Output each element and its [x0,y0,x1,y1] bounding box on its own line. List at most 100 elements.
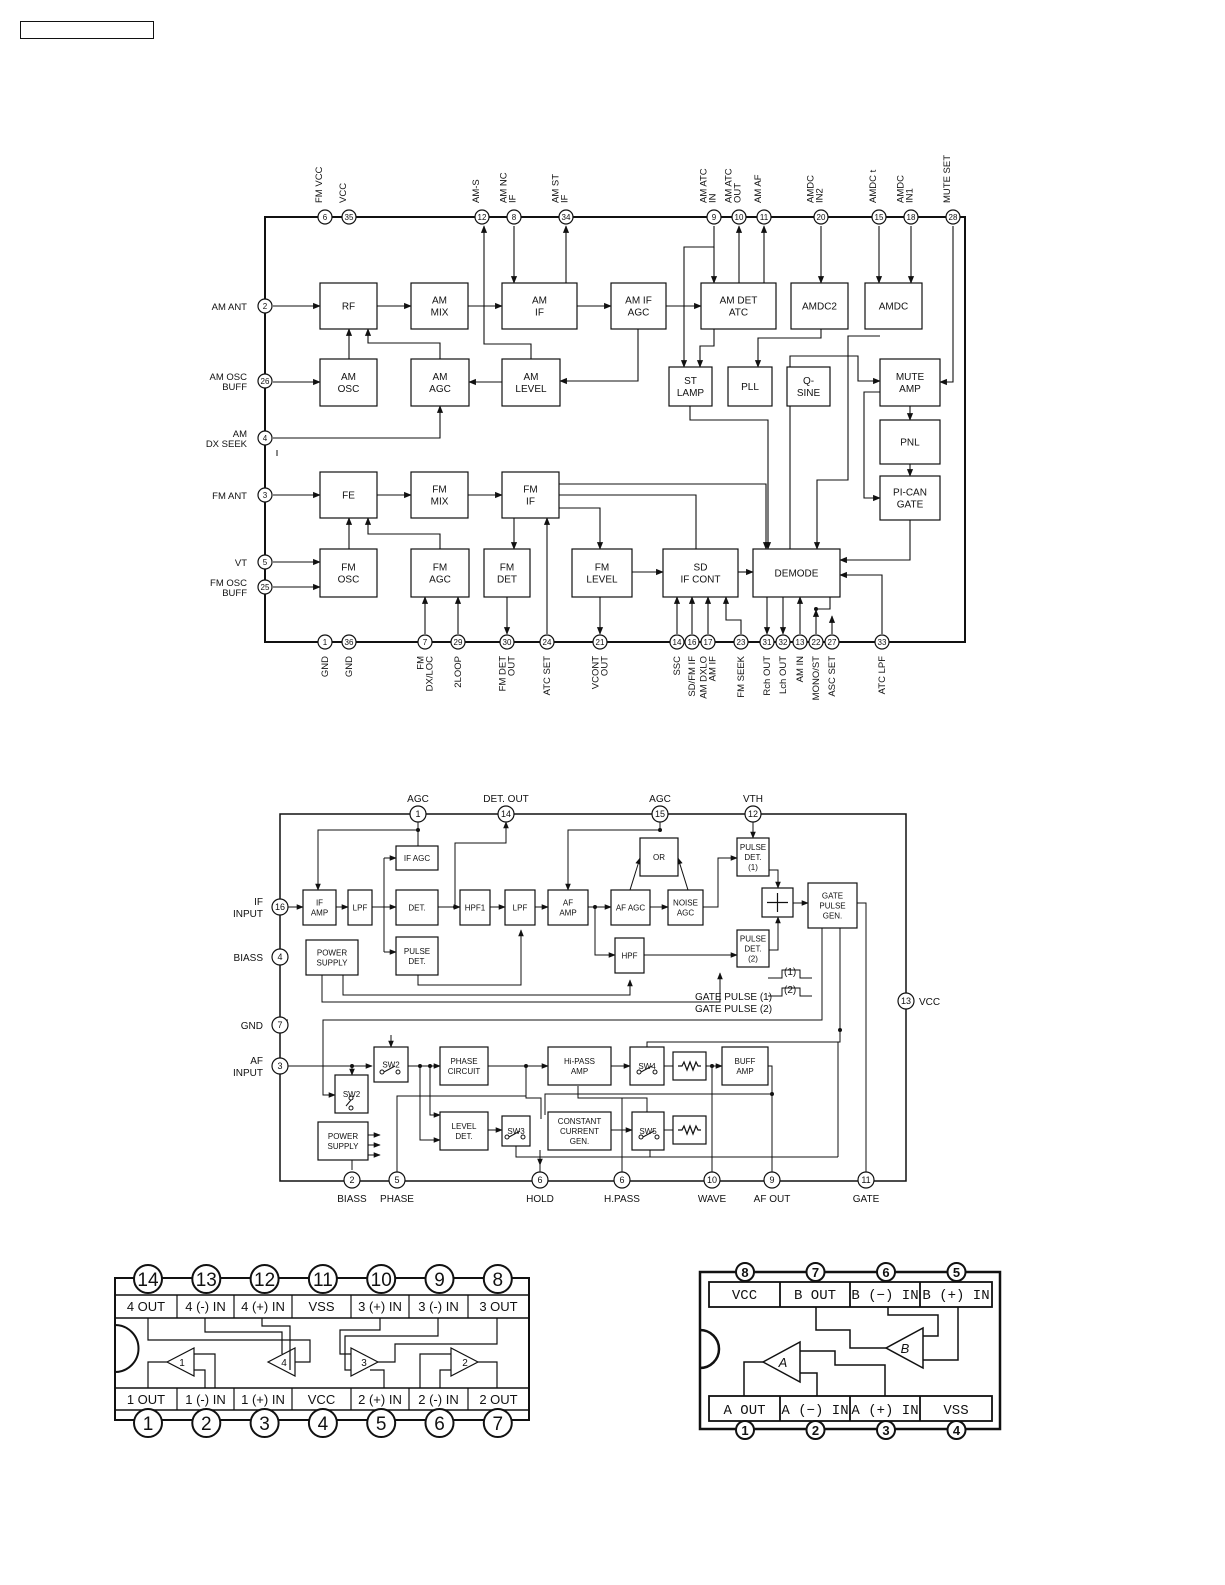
q-sine-label: SINE [797,388,821,399]
ic4-pin-4: 4 [946,1420,967,1440]
ic1-pin-34: 34 [558,209,574,225]
ic2-pin-13-number: 13 [901,996,911,1006]
ic1-pin-3: 3 [257,487,273,503]
ic1-pin-10-label: OUT [733,183,744,203]
fe-block: FE [319,471,378,519]
ic1-pin-13-label: AM IN [795,656,806,683]
ic1-pin-3-number: 3 [263,491,268,500]
resistor-icon [678,1124,701,1136]
amdc-label: AMDC [879,302,908,313]
ic2-pin-4: 4 [271,948,289,966]
ic2-pin-10: 10 [703,1171,721,1189]
ic1-pin-36-label: GND [344,656,355,677]
constant-current-label: CONSTANT [558,1117,602,1126]
ic1-pin-35-number: 35 [345,213,354,222]
sw2-left-block: SW2 [334,1074,369,1114]
ic1-pin-13-number: 13 [796,638,805,647]
ic3-bottom-cell-label: 2 OUT [479,1392,517,1407]
ic1-pin-18-label: IN1 [905,188,916,203]
ic3-pin-3: 3 [249,1408,280,1438]
ic1-pin-7-label: FM [416,656,427,670]
ic1-pin-4-label: DX SEEK [206,439,248,450]
ic2-pin-16: 16 [271,898,289,916]
pulse-det-label: PULSE [404,947,430,956]
if-amp-label: IF [316,899,323,908]
ic1-pin-3-label: FM ANT [212,491,247,502]
ic3-pin-9: 9 [424,1264,455,1294]
sd-if-cont-label: IF CONT [681,575,721,586]
af-amp-label: AMP [559,909,576,918]
ic4-pin-6: 6 [876,1262,896,1282]
det-label: DET. [408,904,425,913]
sw4-label: SW4 [638,1062,656,1071]
ic4-pin-2: 2 [805,1420,826,1440]
ic2-pin-1: 1 [409,805,427,823]
ic1-pin-8: 8 [506,209,522,225]
ic1-pin-8-label: AM NC [499,172,510,203]
lpf1-label: LPF [353,904,368,913]
pulse-det2-label: (2) [748,955,758,964]
ic1-pin-31-number: 31 [763,638,772,647]
ic1-pin-30-label: OUT [507,656,518,676]
sw4-block: SW4 [629,1046,665,1086]
ic1-pin-5-label: VT [235,558,247,569]
ic1-pin-17-label: AM IF [708,656,719,682]
am-mix-label: MIX [431,308,449,319]
ic3-pin-number: 6 [434,1414,445,1435]
power-supply-top-label: POWER [317,949,347,958]
opamp-a-symbol [761,1340,801,1384]
ic4-pin-8: 8 [735,1262,755,1282]
ic1-pin-26-number: 26 [261,377,270,386]
ic2-pin-10-number: 10 [707,1175,717,1185]
ic1-pin-32-label: Lch OUT [778,656,789,694]
ic1-pin-34-number: 34 [562,213,571,222]
ic1-pin-23-number: 23 [737,638,746,647]
ic3-pin-12: 12 [249,1264,280,1294]
ic3-bottom-cell-label: VCC [308,1392,335,1407]
ic4-top-cell-label: B (−) IN [851,1288,918,1304]
sw3-label: SW3 [507,1127,525,1136]
ic2-pin-6b-number: 6 [619,1175,624,1185]
ic3-pin-6: 6 [424,1408,455,1438]
ic2-pin-2: 2 [343,1171,361,1189]
ic1-pin-6-label: FM VCC [314,166,325,203]
ic1-pin-4-label: AM [233,429,247,440]
gate-pulse-gen-label: GATE [822,892,843,901]
fm-level-label: LEVEL [586,575,618,586]
ic1-pin-5: 5 [257,554,273,570]
ic1-pin-30: 30 [499,634,515,650]
ic2-pin-6b-label: H.PASS [604,1194,640,1205]
ic4-pin-number: 1 [741,1423,748,1438]
ic1-pin-22-number: 22 [812,638,821,647]
ic1-pin-26-label: BUFF [222,382,247,393]
ic2-pin-12-number: 12 [748,809,758,819]
ic3-top-cell-label: 3 (-) IN [418,1299,458,1314]
ic4-top-cell-label: VCC [732,1288,757,1304]
ic3-pin-number: 9 [434,1270,445,1291]
am-level-label: LEVEL [515,384,547,395]
ic1-pin-7-number: 7 [423,638,428,647]
ic1-pin-16-label: SD/FM IF [687,656,698,697]
buff-amp-label: BUFF [735,1057,756,1066]
ic1-pin-1-number: 1 [323,638,328,647]
ic4-pin-number: 7 [812,1265,819,1280]
ic1-pin-35: 35 [341,209,357,225]
ic1-pin-21-label: OUT [600,656,611,676]
ic3-pin-10: 10 [366,1264,397,1294]
ic3-pin-8: 8 [482,1264,513,1294]
ic1-pin-34-label: IF [560,194,571,203]
ic1-pin-18-number: 18 [907,213,916,222]
ic1-pin-10: 10 [731,209,747,225]
ic1-pin-14: 14 [669,634,685,650]
ic2-pin-7-number: 7 [277,1020,282,1030]
